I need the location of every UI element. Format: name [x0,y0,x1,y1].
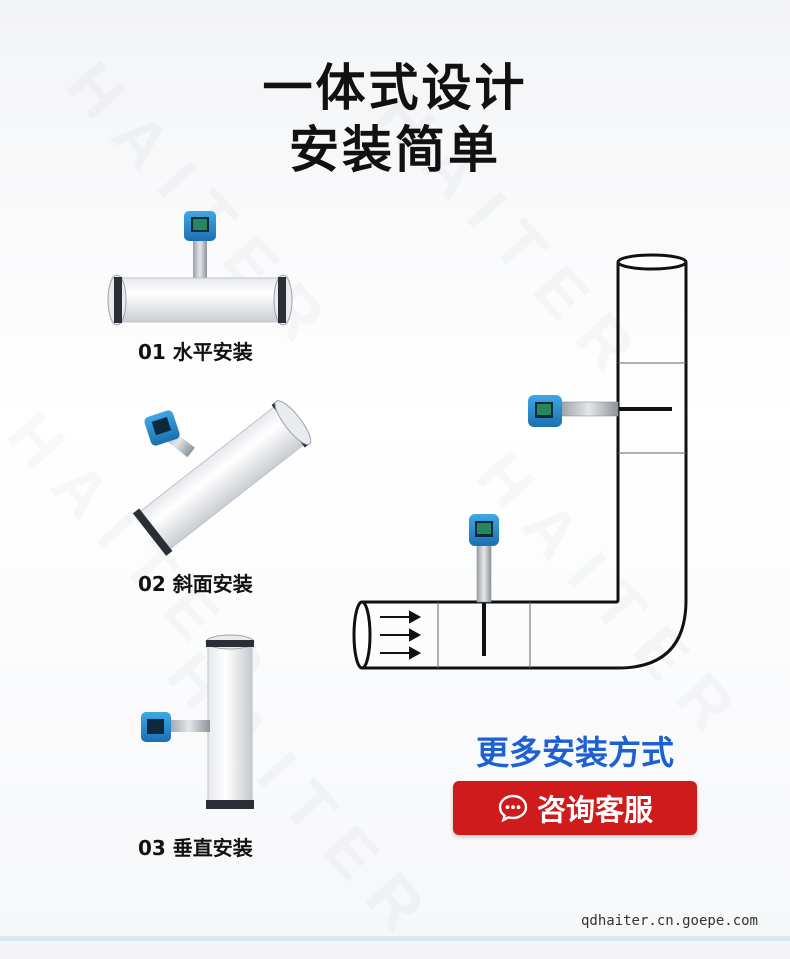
horizontal-install-label: 01 水平安装 [138,340,253,364]
vertical-install-meter [141,634,255,809]
elbow-pipe-diagram [352,253,688,670]
inclined-install-label: 02 斜面安装 [138,572,253,596]
footer-site-url[interactable]: qdhaiter.cn.goepe.com [580,913,758,929]
consult-service-button[interactable]: 咨询客服 [453,781,697,835]
inclined-install-meter [132,400,312,556]
flow-arrows [380,610,422,660]
page-title-line2: 安装简单 [289,121,501,179]
consult-service-label: 咨询客服 [536,793,653,827]
bottom-strip [0,936,790,941]
more-install-methods-heading: 更多安装方式 [476,733,674,772]
chat-bubble-icon [498,794,528,823]
pipe-section-lines [437,362,686,668]
horizontal-install-meter [107,211,293,326]
vertical-install-label: 03 垂直安装 [138,836,253,860]
top-mounted-meter [469,514,499,656]
side-mounted-meter [528,395,672,427]
page-title-line1: 一体式设计 [262,59,528,117]
